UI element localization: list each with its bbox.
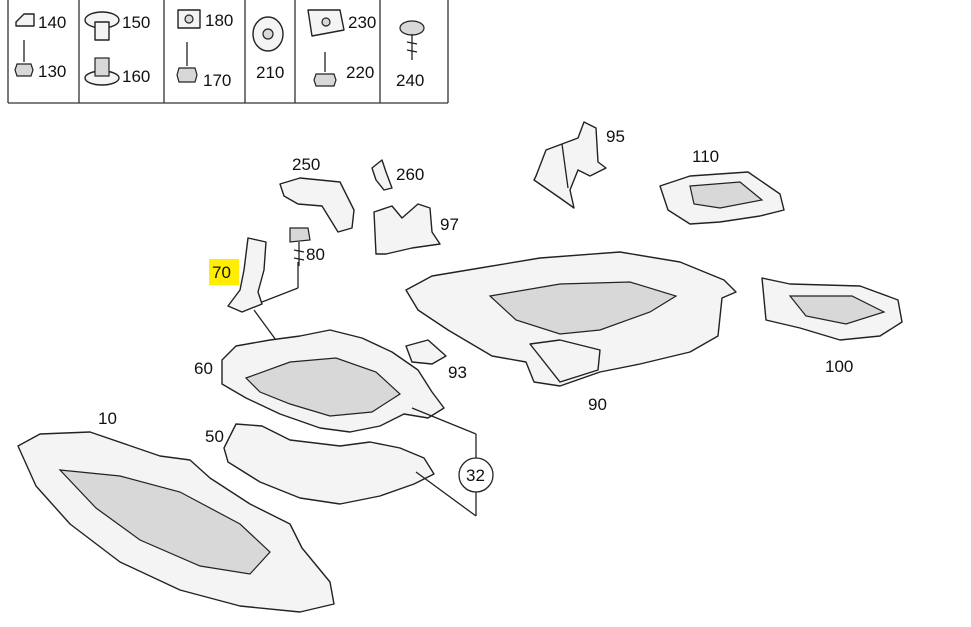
clip-icon	[15, 13, 35, 27]
part-250-shield	[279, 177, 355, 233]
part-label-80: 80	[306, 245, 325, 264]
part-60-engine-guard	[221, 329, 445, 433]
self-tapping-screw-icon	[399, 20, 425, 60]
legend-label-150: 150	[122, 13, 150, 32]
part-110-cover	[659, 171, 785, 225]
part-label-250: 250	[292, 155, 320, 174]
clip-nut-icon-230	[307, 9, 345, 37]
legend-label-130: 130	[38, 62, 66, 81]
part-label-32: 32	[466, 466, 485, 485]
part-label-10: 10	[98, 409, 117, 428]
part-label-100: 100	[825, 357, 853, 376]
legend-label-160: 160	[122, 67, 150, 86]
hex-bolt-icon	[176, 42, 198, 83]
part-label-70: 70	[212, 263, 231, 282]
legend-label-220: 220	[346, 63, 374, 82]
part-label-110: 110	[692, 147, 719, 166]
legend-label-240: 240	[396, 71, 424, 90]
fastener-legend	[7, 0, 449, 104]
part-97-bracket	[373, 203, 441, 255]
legend-label-230: 230	[348, 13, 376, 32]
part-32-callout	[411, 407, 494, 517]
part-label-260: 260	[396, 165, 424, 184]
part-10-front-undertray	[17, 431, 335, 613]
legend-label-140: 140	[38, 13, 66, 32]
clip-nut-icon	[177, 9, 201, 29]
part-80-bolt	[289, 227, 311, 266]
part-label-60: 60	[194, 359, 213, 378]
legend-label-180: 180	[205, 11, 233, 30]
part-100-panel	[761, 277, 903, 341]
legend-label-170: 170	[203, 71, 231, 90]
part-93-clip	[405, 339, 447, 365]
part-260-clip	[371, 159, 393, 191]
part-label-93: 93	[448, 363, 467, 382]
grommet-icon	[84, 57, 120, 86]
part-70-highlight	[209, 259, 239, 285]
part-label-97: 97	[440, 215, 459, 234]
hex-bolt-icon-220	[313, 52, 337, 87]
legend-label-210: 210	[256, 63, 284, 82]
part-90-underbody	[405, 251, 737, 387]
part-label-95: 95	[606, 127, 625, 146]
round-nut-icon	[252, 16, 284, 52]
part-label-90: 90	[588, 395, 607, 414]
part-50-lower-guard	[223, 423, 435, 505]
hex-screw-icon	[14, 40, 34, 77]
part-95-bracket	[533, 121, 607, 209]
part-label-50: 50	[205, 427, 224, 446]
rivet-icon	[84, 11, 120, 41]
